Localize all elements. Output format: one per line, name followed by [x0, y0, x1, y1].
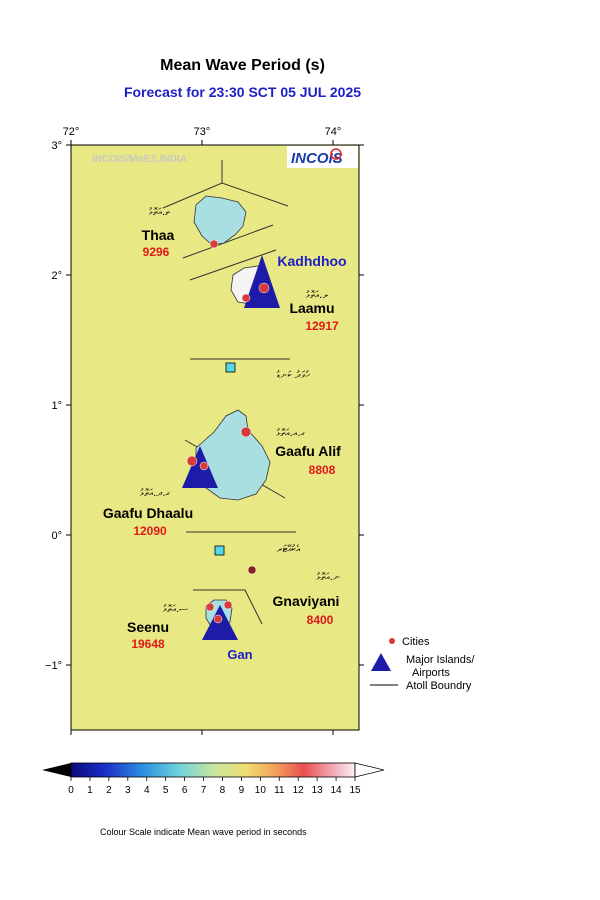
city-marker-icon [223, 600, 233, 610]
legend-cities-label: Cities [402, 636, 430, 648]
atoll-name-label: Thaa [142, 227, 175, 243]
colorbar-tick-label: 8 [220, 785, 226, 796]
gan-label: Gan [227, 647, 252, 662]
lat-tick-label: 1° [51, 400, 62, 412]
city-marker-icon [186, 455, 198, 467]
city-marker-icon [199, 461, 209, 471]
colorbar [70, 762, 356, 778]
colorbar-tick-label: 3 [125, 785, 131, 796]
channel-dhivehi-label: ހުވަދު ކަނޑު [277, 370, 311, 381]
gaafu-alif-dhivehi-label: ގ.އ.އަތޮޅު [276, 428, 305, 439]
seenu-dhivehi-label: ސ.އަތޮޅު [163, 604, 189, 615]
colorbar-high-arrow [354, 762, 385, 778]
colorbar-tick-label: 2 [106, 785, 112, 796]
city-markers [186, 239, 270, 624]
legend-city-icon [389, 638, 395, 644]
gnaviyani-dhivehi-label: ނ.އަތޮޅު [316, 572, 341, 583]
city-marker-icon [241, 293, 251, 303]
colorbar-ticks [70, 777, 356, 781]
kadhdhoo-label: Kadhdhoo [277, 253, 346, 269]
wave-period-value: 9296 [143, 245, 170, 259]
colorbar-tick-label: 13 [312, 785, 324, 796]
colorbar-tick-label: 5 [163, 785, 169, 796]
wave-period-value: 19648 [131, 637, 165, 651]
lon-tick-label: 73° [194, 126, 211, 138]
lon-tick-label: 74° [325, 126, 342, 138]
colorbar-low-arrow [42, 763, 71, 777]
colorbar-tick-label: 1 [87, 785, 93, 796]
lat-tick-label: 3° [51, 140, 62, 152]
thaa-atoll [193, 195, 247, 246]
colorbar-tick-label: 10 [255, 785, 267, 796]
kadhdhoo-airport-icon [244, 255, 280, 308]
wave-period-value: 8400 [307, 613, 334, 627]
city-marker-icon [209, 239, 219, 249]
channel-marker-icon [214, 545, 225, 556]
gaafu-atoll [195, 409, 271, 501]
colorbar-tick-label: 7 [201, 785, 207, 796]
atoll-name-label: Gaafu Dhaalu [103, 505, 193, 521]
atoll-name-label: Gaafu Alif [275, 443, 341, 459]
map-legend: Cities Major Islands/ Airports Atoll Bou… [370, 636, 475, 692]
legend-airport-icon [371, 653, 391, 671]
colorbar-tick-label: 0 [68, 785, 74, 796]
legend-major-islands-label: Major Islands/ [406, 654, 475, 666]
logo-swirl [330, 148, 342, 160]
lon-tick-label: 72° [63, 126, 80, 138]
city-marker-icon [205, 602, 215, 612]
equator-dhivehi-label: އެކުއޭޓަރ [277, 544, 301, 555]
colorbar-tick-label: 6 [182, 785, 188, 796]
lat-tick-label: 2° [51, 270, 62, 282]
lat-tick-label: −1° [45, 660, 62, 672]
colorbar-tick-label: 9 [239, 785, 245, 796]
colorbar-tick-label: 12 [293, 785, 305, 796]
atoll-name-label: Gnaviyani [273, 593, 340, 609]
city-marker-icon [258, 282, 270, 294]
legend-boundary-label: Atoll Boundry [406, 680, 472, 692]
colorbar-tick-label: 14 [331, 785, 343, 796]
colorbar-caption: Colour Scale indicate Mean wave period i… [100, 827, 307, 837]
axis-ticks [66, 140, 364, 735]
city-marker-icon [213, 614, 223, 624]
lat-tick-label: 0° [51, 530, 62, 542]
city-marker-icon [247, 565, 257, 575]
city-marker-icon [240, 426, 252, 438]
laamu-dhivehi-label: ލ.އަތޮޅު [306, 290, 329, 301]
wave-period-value: 12090 [133, 524, 167, 538]
colorbar-tick-label: 15 [349, 785, 361, 796]
channel-marker-icon [225, 362, 236, 373]
thaa-dhivehi-label: ތ.އަތޮޅު [148, 207, 170, 218]
wave-period-value: 12917 [305, 319, 339, 333]
wave-period-value: 8808 [309, 463, 336, 477]
legend-airports-label: Airports [412, 667, 450, 679]
atoll-name-label: Laamu [289, 300, 334, 316]
forecast-subtitle: Forecast for 23:30 SCT 05 JUL 2025 [123, 84, 362, 100]
colorbar-tick-label: 11 [274, 785, 285, 796]
incois-logo: INCOIS [291, 150, 343, 167]
gaafu-dhaalu-dhivehi-label: ގ.ދ.އަތޮޅު [140, 488, 171, 499]
map-title: Mean Wave Period (s) [160, 57, 325, 74]
credit-watermark: INCOIS/MoES,INDIA [92, 154, 187, 165]
atoll-name-label: Seenu [127, 619, 169, 635]
colorbar-tick-label: 4 [144, 785, 150, 796]
